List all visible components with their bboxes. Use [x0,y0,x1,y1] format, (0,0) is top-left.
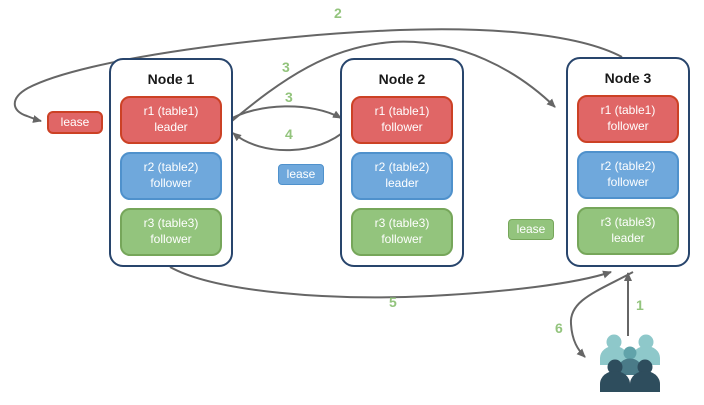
users-back-row [600,334,660,365]
arrow-step-3-to-node2 [226,105,342,122]
node-2-replica-r1: r1 (table1) follower [351,96,453,144]
node-1-replica-r2: r2 (table2) follower [120,152,222,200]
node-3-title: Node 3 [604,70,652,86]
step-label-4: 4 [285,126,293,142]
lease-badge-table3: lease [508,219,554,240]
replica-role: follower [381,120,423,134]
replica-role: leader [385,176,419,190]
replica-name: r1 (table1) [600,103,656,118]
replica-name: r3 (table3) [374,216,430,231]
replica-role: follower [150,232,192,246]
users-front-row [600,359,660,392]
node-1-replica-r1: r1 (table1) leader [120,96,222,144]
replica-role: follower [607,175,649,189]
node-3-replica-r3: r3 (table3) leader [577,207,679,255]
node-1: Node 1 r1 (table1) leader r2 (table2) fo… [109,58,233,267]
node-2-replica-r2: r2 (table2) leader [351,152,453,200]
replica-role: leader [611,231,645,245]
replica-name: r3 (table3) [143,216,199,231]
node-1-replica-r3: r3 (table3) follower [120,208,222,256]
node-2: Node 2 r1 (table1) follower r2 (table2) … [340,58,464,267]
users-middle-person [618,346,642,375]
replica-role: follower [150,176,192,190]
lease-badge-table1: lease [47,111,103,134]
replica-name: r3 (table3) [600,215,656,230]
node-2-title: Node 2 [378,71,426,87]
replica-role: follower [381,232,423,246]
replica-name: r1 (table1) [374,104,430,119]
node-3-replica-r2: r2 (table2) follower [577,151,679,199]
node-3-replica-r1: r1 (table1) follower [577,95,679,143]
lease-badge-table2: lease [278,164,324,185]
replica-name: r1 (table1) [143,104,199,119]
replica-name: r2 (table2) [374,160,430,175]
node-1-title: Node 1 [147,71,195,87]
arrow-step-2 [13,28,623,123]
step-label-1: 1 [636,297,644,313]
step-label-3-to-node3: 3 [282,59,290,75]
replica-name: r2 (table2) [143,160,199,175]
step-label-5: 5 [389,294,397,310]
users-group-icon [600,334,660,392]
node-2-replica-r3: r3 (table3) follower [351,208,453,256]
node-3: Node 3 r1 (table1) follower r2 (table2) … [566,57,690,267]
replica-role: leader [154,120,188,134]
replica-role: follower [607,119,649,133]
arrow-step-5 [169,266,612,299]
step-label-3-to-node2: 3 [285,89,293,105]
replica-name: r2 (table2) [600,159,656,174]
step-label-6: 6 [555,320,563,336]
step-label-2: 2 [334,5,342,21]
